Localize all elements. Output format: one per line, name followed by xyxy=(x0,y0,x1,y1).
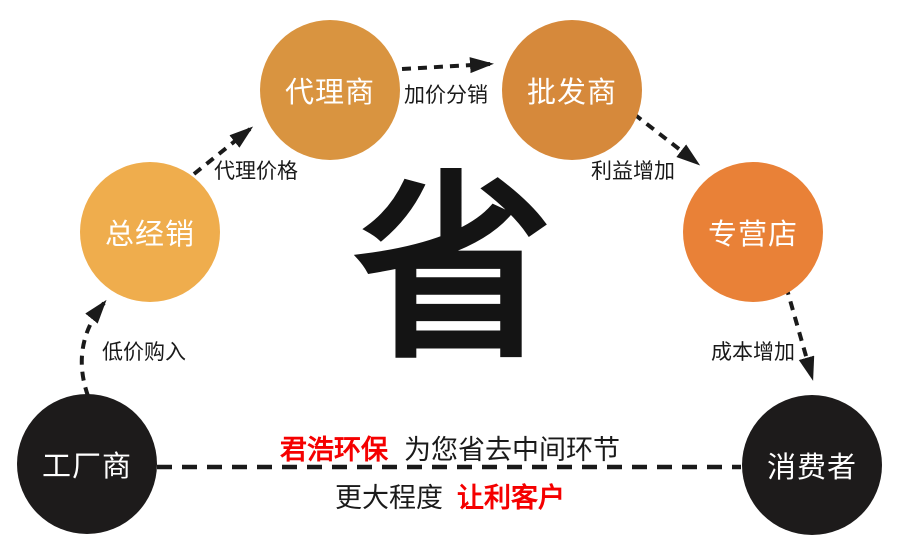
node-agent-label: 代理商 xyxy=(284,77,375,109)
arrow-wholesaler-to-store xyxy=(632,112,701,166)
node-distributor: 总经销 xyxy=(80,162,220,302)
edge-label-low-price-purchase: 低价购入 xyxy=(102,341,186,364)
edge-label-agent-price: 代理价格 xyxy=(214,160,298,183)
slogan-line-2: 更大程度让利客户 xyxy=(0,476,900,515)
arrow-factory-to-distributor xyxy=(79,299,107,397)
node-factory-label: 工厂商 xyxy=(41,451,132,483)
slogan-line-1: 君浩环保为您省去中间环节 xyxy=(0,428,900,467)
slogan-line2-highlight: 让利客户 xyxy=(457,483,565,513)
edge-label-cost-increase: 成本增加 xyxy=(711,341,795,364)
arrow-agent-to-wholesaler xyxy=(401,57,494,74)
arrow-distributor-to-agent xyxy=(192,126,254,176)
save-character: 省 xyxy=(352,159,553,382)
node-wholesaler-label: 批发商 xyxy=(526,77,617,109)
node-consumer-label: 消费者 xyxy=(766,452,857,484)
slogan-line1-text: 为您省去中间环节 xyxy=(404,435,620,465)
node-factory: 工厂商 xyxy=(17,394,157,534)
node-distributor-label: 总经销 xyxy=(104,219,195,251)
slogan-line2-text: 更大程度 xyxy=(335,483,443,513)
edge-label-markup-distribution: 加价分销 xyxy=(404,84,488,107)
brand-name: 君浩环保 xyxy=(280,435,388,465)
node-store-label: 专营店 xyxy=(707,219,798,251)
node-agent: 代理商 xyxy=(260,20,400,160)
node-store: 专营店 xyxy=(683,162,823,302)
node-consumer: 消费者 xyxy=(742,395,882,535)
edge-label-profit-increase: 利益增加 xyxy=(591,160,675,183)
node-wholesaler: 批发商 xyxy=(502,20,642,160)
